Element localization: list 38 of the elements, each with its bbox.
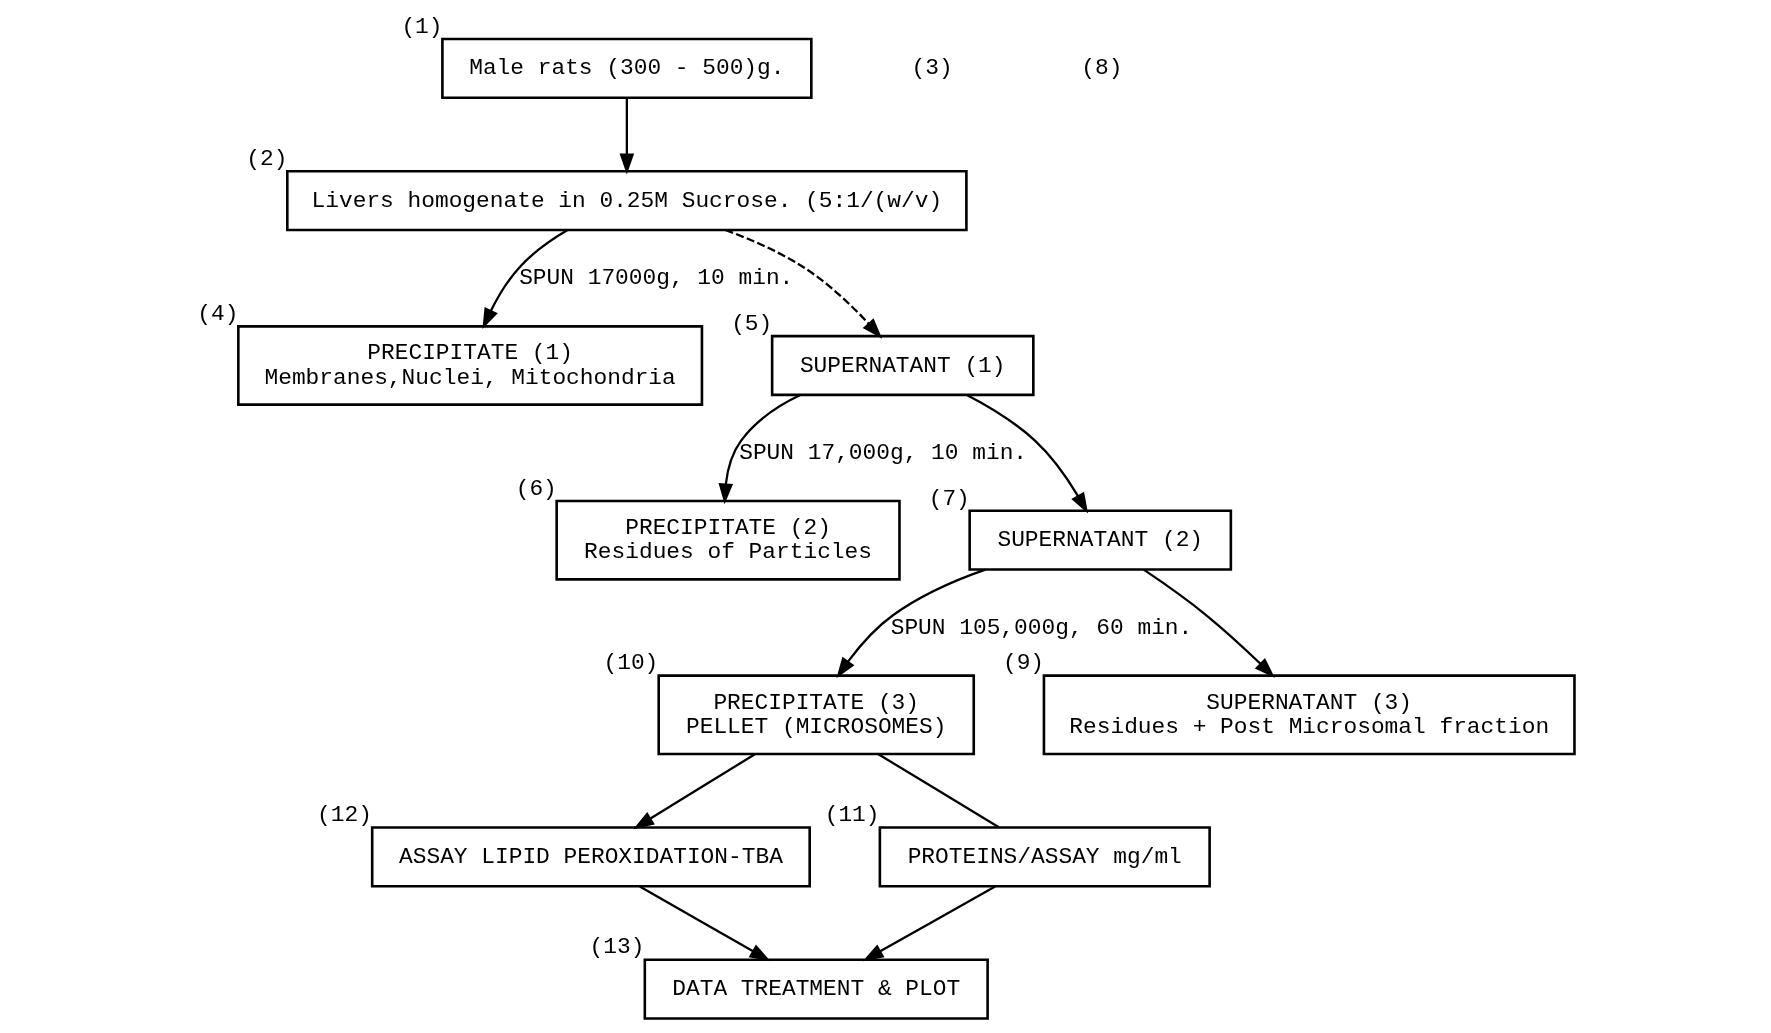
node-label: (10) [603, 650, 658, 677]
arrow [1142, 568, 1275, 678]
node-box: PRECIPITATE (3) PELLET (MICROSOMES) [656, 674, 975, 756]
node-label: (7) [928, 485, 970, 512]
node-box: SUPERNATANT (3) Residues + Post Microsomal fraction [1042, 674, 1576, 756]
node-box: ASSAY LIPID PEROXIDATION-TBA [370, 826, 811, 888]
node-box: PRECIPITATE (1) Membranes,Nuclei, Mitochondria [236, 325, 703, 406]
node-label: (11) [824, 802, 880, 829]
arrow [835, 568, 986, 679]
node-label: (9) [1002, 650, 1044, 677]
node-box: PRECIPITATE (2) Residues of Particles [554, 499, 901, 581]
node-box: Male rats (300 - 500)g. [440, 37, 813, 100]
edge-label: SPUN 17000g, 10 min. [518, 265, 793, 292]
edge-label: SPUN 17,000g, 10 min. [738, 439, 1027, 466]
node-box: SUPERNATANT (2) [967, 509, 1232, 571]
node-box: DATA TREATMENT & PLOT [643, 958, 989, 1020]
arrow [638, 885, 770, 962]
node-label: (12) [316, 802, 372, 829]
arrow [481, 229, 568, 330]
connector [876, 753, 999, 829]
label: (3) [911, 55, 953, 82]
node-box: SUPERNATANT (1) [770, 334, 1035, 397]
node-label: (13) [589, 934, 644, 961]
node-box: Livers homogenate in 0.25M Sucrose. (5:1/(w/v) [285, 169, 968, 232]
label: (8) [1080, 55, 1122, 82]
node-label: (2) [245, 146, 287, 173]
arrow [724, 228, 882, 339]
arrow [718, 394, 801, 505]
edge-label: SPUN 105,000g, 60 min. [890, 614, 1192, 641]
arrow [632, 753, 756, 830]
arrow [619, 98, 634, 175]
node-label: (1) [400, 13, 443, 40]
node-label: (4) [196, 301, 239, 328]
node-box: PROTEINS/ASSAY mg/ml [878, 826, 1211, 888]
arrow [862, 885, 996, 962]
node-label: (5) [730, 310, 772, 337]
arrow [966, 394, 1088, 514]
node-label: (6) [515, 475, 557, 502]
